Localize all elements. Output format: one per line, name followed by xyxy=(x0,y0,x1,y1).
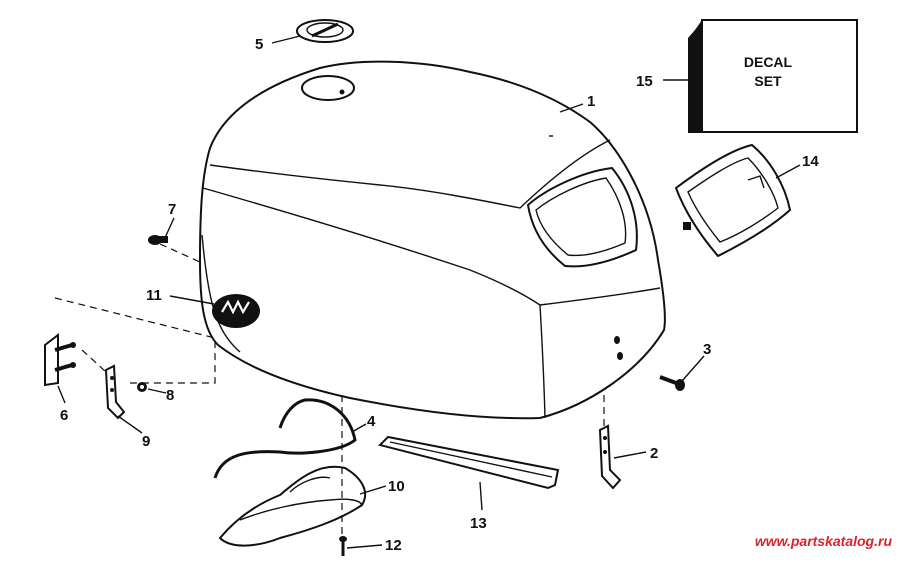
latch-9 xyxy=(104,364,126,420)
callout-8: 8 xyxy=(166,387,174,404)
assembly-lines xyxy=(54,243,605,536)
bracket-6 xyxy=(44,332,76,387)
screw-3 xyxy=(659,375,685,391)
engine-cover xyxy=(198,60,666,420)
leader-lines xyxy=(57,35,801,549)
screw-7 xyxy=(148,235,168,245)
decal-label-line1: DECAL xyxy=(744,54,793,70)
watermark: www.partskatalog.ru xyxy=(755,533,893,549)
callout-2: 2 xyxy=(650,445,658,462)
callout-15: 15 xyxy=(636,73,653,90)
filler-cap xyxy=(296,19,354,43)
callout-4: 4 xyxy=(367,413,376,430)
latch-2 xyxy=(598,424,622,490)
callout-1: 1 xyxy=(587,93,595,110)
callout-3: 3 xyxy=(703,341,711,358)
decal-label-line2: SET xyxy=(754,73,782,89)
vent-grommet xyxy=(674,143,792,258)
callout-12: 12 xyxy=(385,537,402,554)
callout-14: 14 xyxy=(802,153,819,170)
callout-13: 13 xyxy=(470,515,487,532)
callout-5: 5 xyxy=(255,36,263,53)
emblem-decal xyxy=(212,294,260,328)
bolt-12 xyxy=(339,536,347,556)
callout-10: 10 xyxy=(388,478,405,495)
seal-bar-13 xyxy=(378,435,560,490)
seal-strip xyxy=(213,398,357,479)
callout-11: 11 xyxy=(146,287,162,304)
callout-labels: 1 2 3 4 5 6 7 8 9 10 11 12 13 14 15 xyxy=(60,36,819,554)
nut-8 xyxy=(137,382,147,392)
decal-set-box: DECAL SET xyxy=(688,19,858,133)
lower-cover xyxy=(218,465,367,547)
callout-7: 7 xyxy=(168,201,176,218)
callout-9: 9 xyxy=(142,433,150,450)
callout-6: 6 xyxy=(60,407,68,424)
